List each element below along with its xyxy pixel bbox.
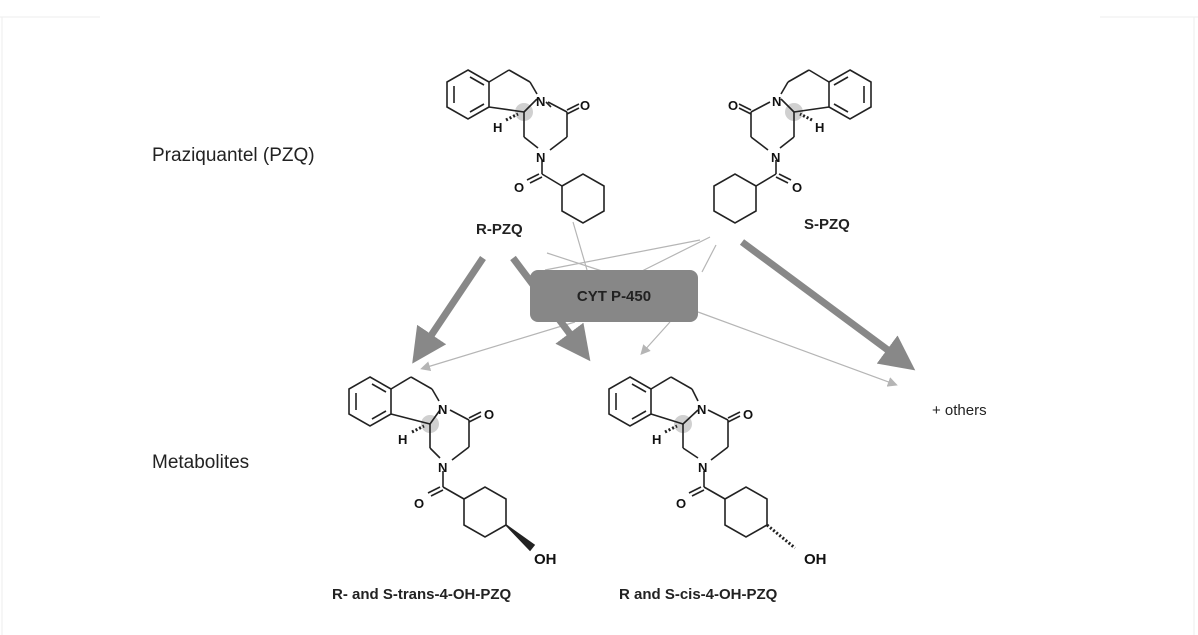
atom-oh: OH — [804, 551, 827, 568]
cyt-p450-box: CYT P-450 — [530, 270, 698, 322]
atom-n: N — [698, 460, 707, 475]
s-pzq-to-others-arrow — [739, 239, 916, 371]
atom-o: O — [484, 407, 494, 422]
atom-o: O — [580, 98, 590, 113]
s-pzq-structure — [713, 69, 872, 224]
atom-n: N — [697, 402, 706, 417]
atom-h: H — [398, 432, 407, 447]
r-pzq-structure — [446, 69, 605, 224]
atom-h: H — [652, 432, 661, 447]
s-pzq-to-enzyme — [544, 239, 701, 271]
atom-o: O — [728, 98, 738, 113]
enzyme-to-trans-arrow — [420, 321, 576, 372]
cyt-p450-label: CYT P-450 — [576, 287, 652, 305]
atom-n: N — [438, 460, 447, 475]
atom-h: H — [493, 120, 502, 135]
praziquantel-row-label: Praziquantel (PZQ) — [152, 145, 315, 166]
atom-oh: OH — [534, 551, 557, 568]
atom-h: H — [815, 120, 824, 135]
atom-o: O — [514, 180, 524, 195]
enzyme-to-others-arrow — [697, 311, 898, 387]
atom-n: N — [438, 402, 447, 417]
atom-n: N — [536, 94, 545, 109]
enzyme-to-cis-arrow — [640, 321, 671, 355]
s-pzq-label: S-PZQ — [804, 216, 850, 233]
atom-o: O — [743, 407, 753, 422]
atom-n: N — [772, 94, 781, 109]
metabolites-row-label: Metabolites — [152, 452, 250, 473]
r-pzq-to-trans-arrow — [412, 256, 486, 364]
atom-n: N — [771, 150, 780, 165]
r-pzq-label: R-PZQ — [476, 221, 523, 238]
atom-o: O — [792, 180, 802, 195]
cis-metabolite-label: R and S-cis-4-OH-PZQ — [619, 586, 778, 603]
atom-o: O — [676, 496, 686, 511]
atom-o: O — [414, 496, 424, 511]
atom-n: N — [536, 150, 545, 165]
trans-metabolite-label: R- and S-trans-4-OH-PZQ — [332, 586, 512, 603]
trans-oh-pzq-structure — [348, 376, 536, 552]
cis-oh-pzq-structure — [608, 376, 796, 550]
others-label: + others — [932, 402, 987, 419]
